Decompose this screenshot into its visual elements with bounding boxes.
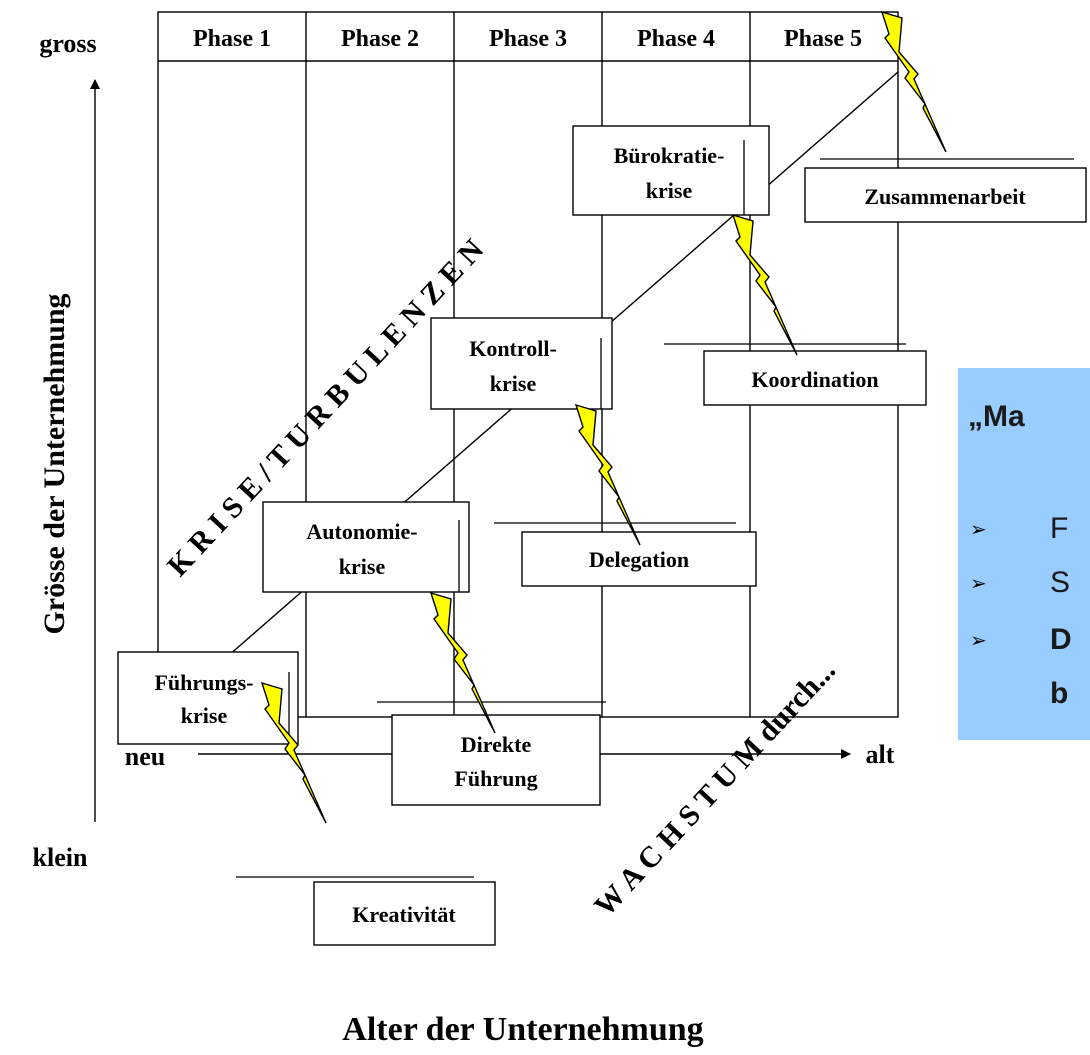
x-axis-right-label: alt: [866, 740, 895, 769]
side-panel-bullet-3: ➢: [970, 630, 987, 652]
crisis-box-label-line1: Führungs-: [154, 670, 253, 695]
x-axis-left-label: neu: [125, 742, 165, 771]
phase-header-3: Phase 3: [489, 26, 567, 52]
side-panel-bullet-2: ➢: [970, 573, 987, 595]
crisis-box-label-line2: krise: [646, 178, 693, 203]
phase-header-1: Phase 1: [193, 26, 271, 52]
side-panel-continuation: b: [1050, 677, 1068, 710]
crisis-box-buerokratie: Bürokratie- krise: [572, 125, 770, 216]
crisis-box-label-line2: krise: [339, 554, 386, 579]
growth-separators: [236, 158, 1074, 878]
crisis-box-label-line1: Bürokratie-: [614, 143, 725, 168]
growth-box-kreativitaet: Kreativität: [313, 881, 496, 946]
lightning-bolt-autonomie: [429, 591, 496, 734]
lightning-bolt-fuehrung: [260, 681, 327, 824]
crisis-box-frame: [430, 317, 613, 410]
side-panel: „Ma ➢ F ➢ S ➢ D b: [958, 368, 1090, 740]
lightning-bolt-buerokratie: [731, 213, 798, 356]
growth-box-label-line1: Direkte: [461, 732, 532, 757]
lightning-bolt-zusammenarbeit: [880, 10, 947, 153]
x-axis-title: Alter der Unternehmung: [342, 1011, 703, 1048]
lightning-layer: [260, 10, 947, 824]
growth-box-label-line2: Führung: [454, 766, 537, 791]
side-panel-bg: [958, 368, 1090, 740]
y-axis-top-label: gross: [39, 29, 96, 58]
side-panel-bullet-1: ➢: [970, 519, 987, 541]
crisis-box-frame: [572, 125, 770, 216]
growth-box-frame: [804, 167, 1087, 223]
crisis-box-label-line2: krise: [181, 703, 228, 728]
x-axis: neu alt Alter der Unternehmung: [125, 740, 895, 1048]
crisis-box-label-line1: Autonomie-: [306, 519, 417, 544]
growth-box-label: Delegation: [589, 547, 689, 572]
growth-box-label: Koordination: [751, 367, 878, 392]
growth-box-label: Zusammenarbeit: [864, 184, 1026, 209]
growth-box-frame: [703, 350, 927, 406]
y-axis: gross klein Grösse der Unternehmung: [33, 29, 100, 872]
y-axis-bottom-label: klein: [33, 843, 88, 872]
growth-box-direkte-fuehrung: Direkte Führung: [391, 714, 601, 806]
side-panel-item-2: S: [1050, 566, 1070, 599]
growth-box-koordination: Koordination: [703, 350, 927, 406]
y-axis-title: Grösse der Unternehmung: [38, 293, 71, 634]
crisis-box-kontroll: Kontroll- krise: [430, 317, 613, 410]
crisis-box-label-line2: krise: [490, 371, 537, 396]
growth-box-zusammenarbeit: Zusammenarbeit: [804, 167, 1087, 223]
growth-box-frame: [313, 881, 496, 946]
growth-box-label: Kreativität: [352, 902, 456, 927]
phase-header-4: Phase 4: [637, 26, 715, 52]
phase-header-5: Phase 5: [784, 26, 862, 52]
growth-diagonal-label: W A C H S T U M durch...: [588, 654, 842, 923]
phase-header-2: Phase 2: [341, 26, 419, 52]
crisis-box-frame: [262, 501, 470, 593]
side-panel-item-1: F: [1050, 512, 1068, 545]
growth-box-delegation: Delegation: [521, 531, 757, 587]
side-panel-title: „Ma: [968, 400, 1025, 433]
crisis-box-label-line1: Kontroll-: [469, 336, 557, 361]
crisis-box-autonomie: Autonomie- krise: [262, 501, 470, 593]
phase-headers: Phase 1 Phase 2 Phase 3 Phase 4 Phase 5: [193, 26, 862, 52]
growth-box-frame: [391, 714, 601, 806]
lightning-bolt-kontroll: [574, 403, 641, 546]
side-panel-item-3: D: [1050, 623, 1072, 656]
